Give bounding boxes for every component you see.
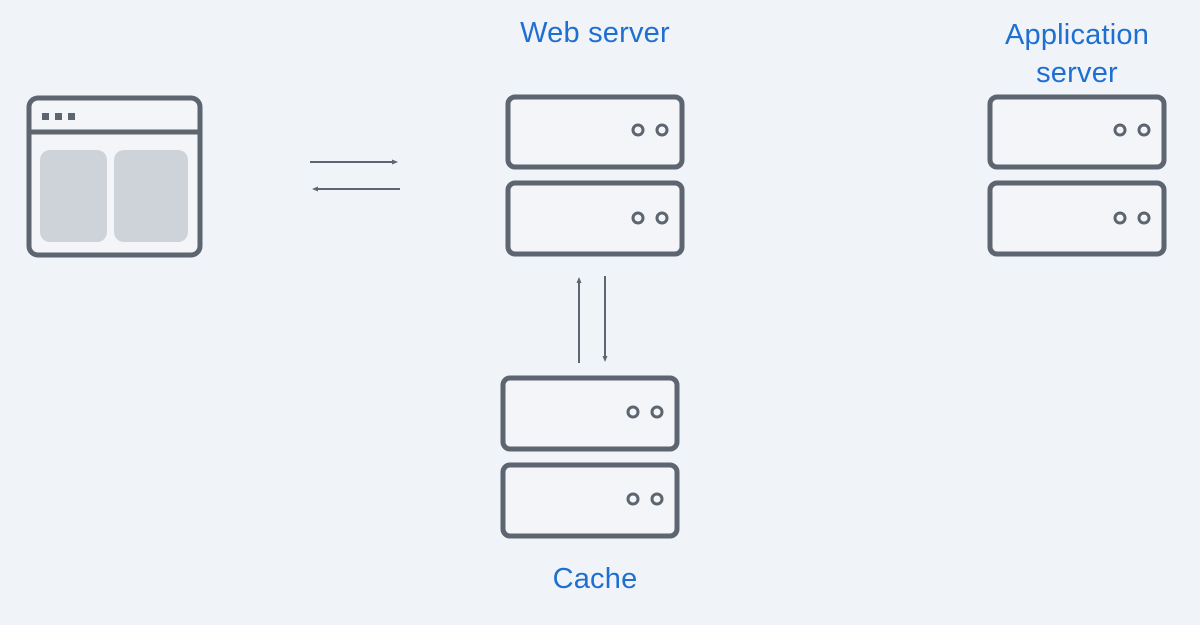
web-cache-connection [576,276,608,363]
web-server-label: Web server [520,17,670,49]
application-server-stack-icon [987,94,1167,257]
browser-window-icon [26,95,203,258]
application-server-label: Application server [1004,19,1150,89]
browser-web-connection [310,159,400,192]
cache-label: Cache [552,563,638,595]
web-server-stack-icon [505,94,685,257]
cache-stack-icon [500,375,680,539]
